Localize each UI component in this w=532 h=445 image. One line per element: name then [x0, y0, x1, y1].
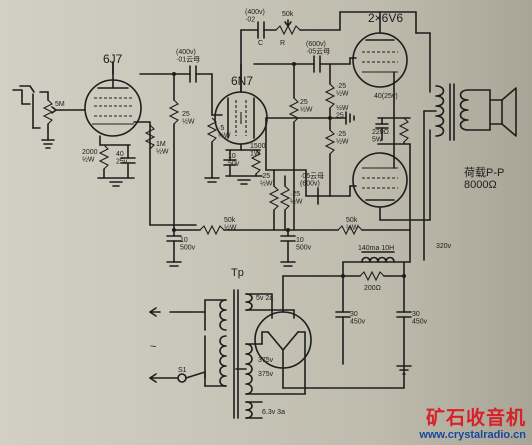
pot-feedback-50k: [275, 19, 301, 36]
label-sec-375a: 375v: [258, 357, 274, 364]
ground-v2: [225, 175, 263, 185]
watermark-chinese: 矿石收音机: [425, 407, 526, 429]
resistor-v1-plate: [168, 73, 180, 226]
capacitor-dec1: [166, 229, 182, 267]
watermark-url: www.crystalradio.cn: [419, 429, 526, 441]
speaker: [489, 87, 517, 137]
label-ac: ~: [150, 341, 156, 353]
label-c-fb-top: (400v)·02: [245, 9, 265, 24]
label-c-coupling1: (400v)·01云母: [176, 49, 200, 64]
volume-pot-5m: [39, 91, 85, 141]
resistor-dec1: [199, 224, 225, 236]
choke-10h: [361, 251, 395, 263]
label-switch: S1: [178, 367, 187, 374]
output-transformer: [435, 83, 469, 141]
resistor-v2-grid: [204, 117, 220, 183]
label-r-fb-letter: R: [280, 40, 285, 47]
capacitor-feedback: [257, 21, 265, 39]
resistor-v1-screen: [144, 124, 156, 150]
capacitor-v3-grid-bot: [305, 187, 331, 205]
tube-6j7: [84, 61, 142, 137]
label-c-v3-grid-bot: ·05云母(600v): [300, 172, 324, 188]
resistor-bias-b: [279, 175, 291, 231]
tube-6v6-upper: [352, 32, 408, 88]
label-c-v3-cathode: 40(25v): [374, 93, 398, 100]
resistor-v1-cathode: [98, 144, 110, 179]
capacitor-coupling-1: [189, 65, 197, 83]
resistor-v3-gridleak-top: [324, 63, 336, 119]
label-choke-r: 200Ω: [364, 285, 381, 292]
label-input-pot: 5M: [55, 101, 65, 108]
label-c-v3-grid-top: (600v)·05云母: [306, 41, 330, 56]
ground-v1: [97, 177, 135, 187]
capacitor-v3-grid-top: [313, 55, 321, 73]
label-sec-5v: 5v 2a: [256, 295, 273, 302]
ground-mid: [345, 111, 355, 125]
capacitor-v3-cathode: [375, 117, 389, 141]
label-r-fb-pot: 50k: [282, 11, 294, 18]
label-tube-6n7: 6N7: [231, 74, 253, 88]
capacitor-v1-cathode: [120, 144, 136, 179]
input-jack: [12, 85, 41, 129]
capacitor-filter2: [396, 275, 412, 367]
label-c-fb-letter: C: [258, 40, 263, 47]
label-tube-6v6: 2×6V6: [368, 11, 403, 25]
capacitor-dec2: [280, 229, 296, 267]
label-b-plus: 320v: [436, 243, 452, 250]
label-sec-63v: 6.3v 3a: [262, 409, 285, 416]
resistor-dec2: [337, 224, 363, 236]
resistor-choke: [359, 270, 385, 282]
label-sec-375b: 375v: [258, 371, 274, 378]
resistor-bias-a: [268, 169, 280, 231]
capacitor-filter1: [335, 275, 351, 365]
label-transformer: Tp: [231, 267, 244, 279]
label-choke: 140ma 10H: [358, 245, 394, 252]
power-transformer: [219, 289, 253, 419]
resistor-v3-gridleak-bot: [324, 117, 336, 197]
mains-switch: [177, 371, 206, 383]
resistor-v3-cathode: [398, 117, 410, 145]
label-tube-6j7: 6J7: [103, 52, 123, 66]
tube-6v6-lower: [352, 152, 408, 208]
ground-input: [41, 139, 55, 149]
site-watermark: 矿石收音机 www.crystalradio.cn: [419, 409, 526, 441]
capacitor-v2-cathode: [223, 149, 237, 177]
